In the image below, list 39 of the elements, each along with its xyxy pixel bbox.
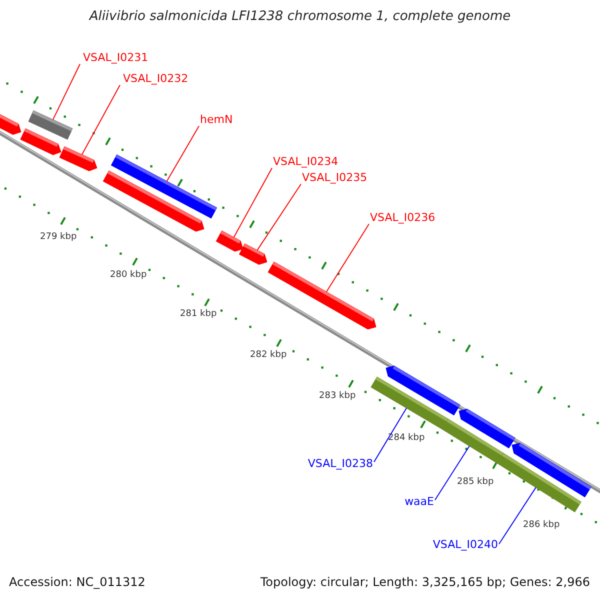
gene-bar (386, 366, 460, 416)
gene-bar (216, 230, 244, 252)
gene-label: VSAL_I0236 (370, 211, 436, 224)
leader-line (82, 84, 120, 156)
gene-bar (59, 146, 98, 172)
leader-line (166, 126, 200, 182)
leader-line (374, 408, 407, 462)
scale-label: 284 kbp (388, 433, 425, 444)
gene-label: VSAL_I0240 (432, 538, 498, 551)
gene-bar (512, 442, 592, 498)
genome-stats-text: Topology: circular; Length: 3,325,165 bp; Genes: 2,966 (260, 575, 590, 589)
gene-bar (0, 111, 22, 135)
accession-text: Accession: NC_011312 (9, 575, 146, 589)
gene-label: VSAL_I0232 (123, 72, 188, 85)
gene-bar (268, 262, 376, 330)
leader-line (326, 224, 370, 292)
gene-bar (238, 243, 268, 265)
gene-label: VSAL_I0234 (273, 155, 338, 168)
leader-line (434, 446, 470, 500)
scale-label: 280 kbp (110, 270, 147, 281)
title: Aliivibrio salmonicida LFI1238 chromosome 1, complete genome (88, 9, 512, 24)
gene-label: waaE (404, 495, 434, 508)
scale-label: 283 kbp (319, 391, 356, 402)
scale-label: 282 kbp (250, 350, 287, 361)
gene-label: hemN (200, 113, 233, 126)
scale-label: 281 kbp (180, 309, 217, 320)
gene-label: VSAL_I0235 (302, 171, 368, 184)
gene-bar (20, 128, 62, 156)
leader-line (233, 168, 272, 238)
gene-bar (102, 170, 204, 232)
gene-bar (458, 408, 516, 448)
leader-line (498, 487, 536, 544)
gene-label: VSAL_I0231 (83, 51, 148, 64)
leader-line (256, 184, 302, 251)
gene-label: VSAL_I0238 (308, 457, 373, 470)
scale-label: 285 kbp (457, 477, 494, 488)
leader-line (52, 64, 80, 120)
scale-label: 286 kbp (523, 520, 560, 531)
scale-label: 279 kbp (40, 232, 77, 243)
